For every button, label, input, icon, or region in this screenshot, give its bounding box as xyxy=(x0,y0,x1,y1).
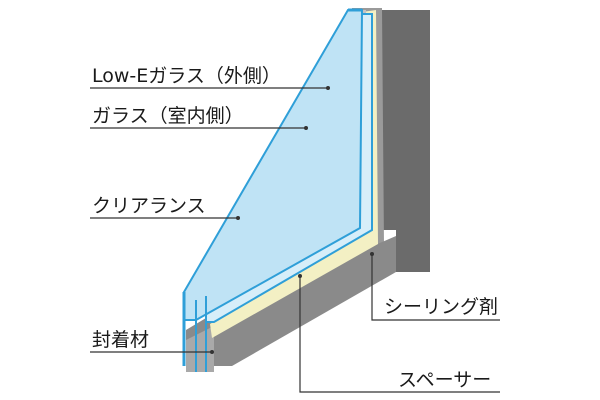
leader-sealing-agent xyxy=(371,254,500,321)
sealant-frame xyxy=(186,8,430,372)
label-glass-interior: ガラス（室内側） xyxy=(92,105,244,127)
frame-base xyxy=(186,236,396,366)
frame-back-post xyxy=(376,10,430,272)
label-sealant: 封着材 xyxy=(92,329,149,351)
dot-low-e xyxy=(326,86,330,90)
dot-sealing-agent xyxy=(370,252,374,256)
dot-glass-interior xyxy=(304,126,308,130)
leader-dots xyxy=(210,86,374,354)
label-sealing-agent: シーリング剤 xyxy=(384,296,498,318)
dot-sealant xyxy=(210,350,214,354)
dot-spacer xyxy=(298,274,302,278)
leader-spacer xyxy=(299,276,500,393)
label-low-e-glass: Low-Eガラス（外側） xyxy=(92,65,281,87)
dot-clearance xyxy=(236,216,240,220)
sealing-agent-band xyxy=(210,10,378,338)
label-clearance: クリアランス xyxy=(92,195,206,217)
label-spacer: スペーサー xyxy=(398,369,491,391)
leader-lines xyxy=(90,87,500,393)
